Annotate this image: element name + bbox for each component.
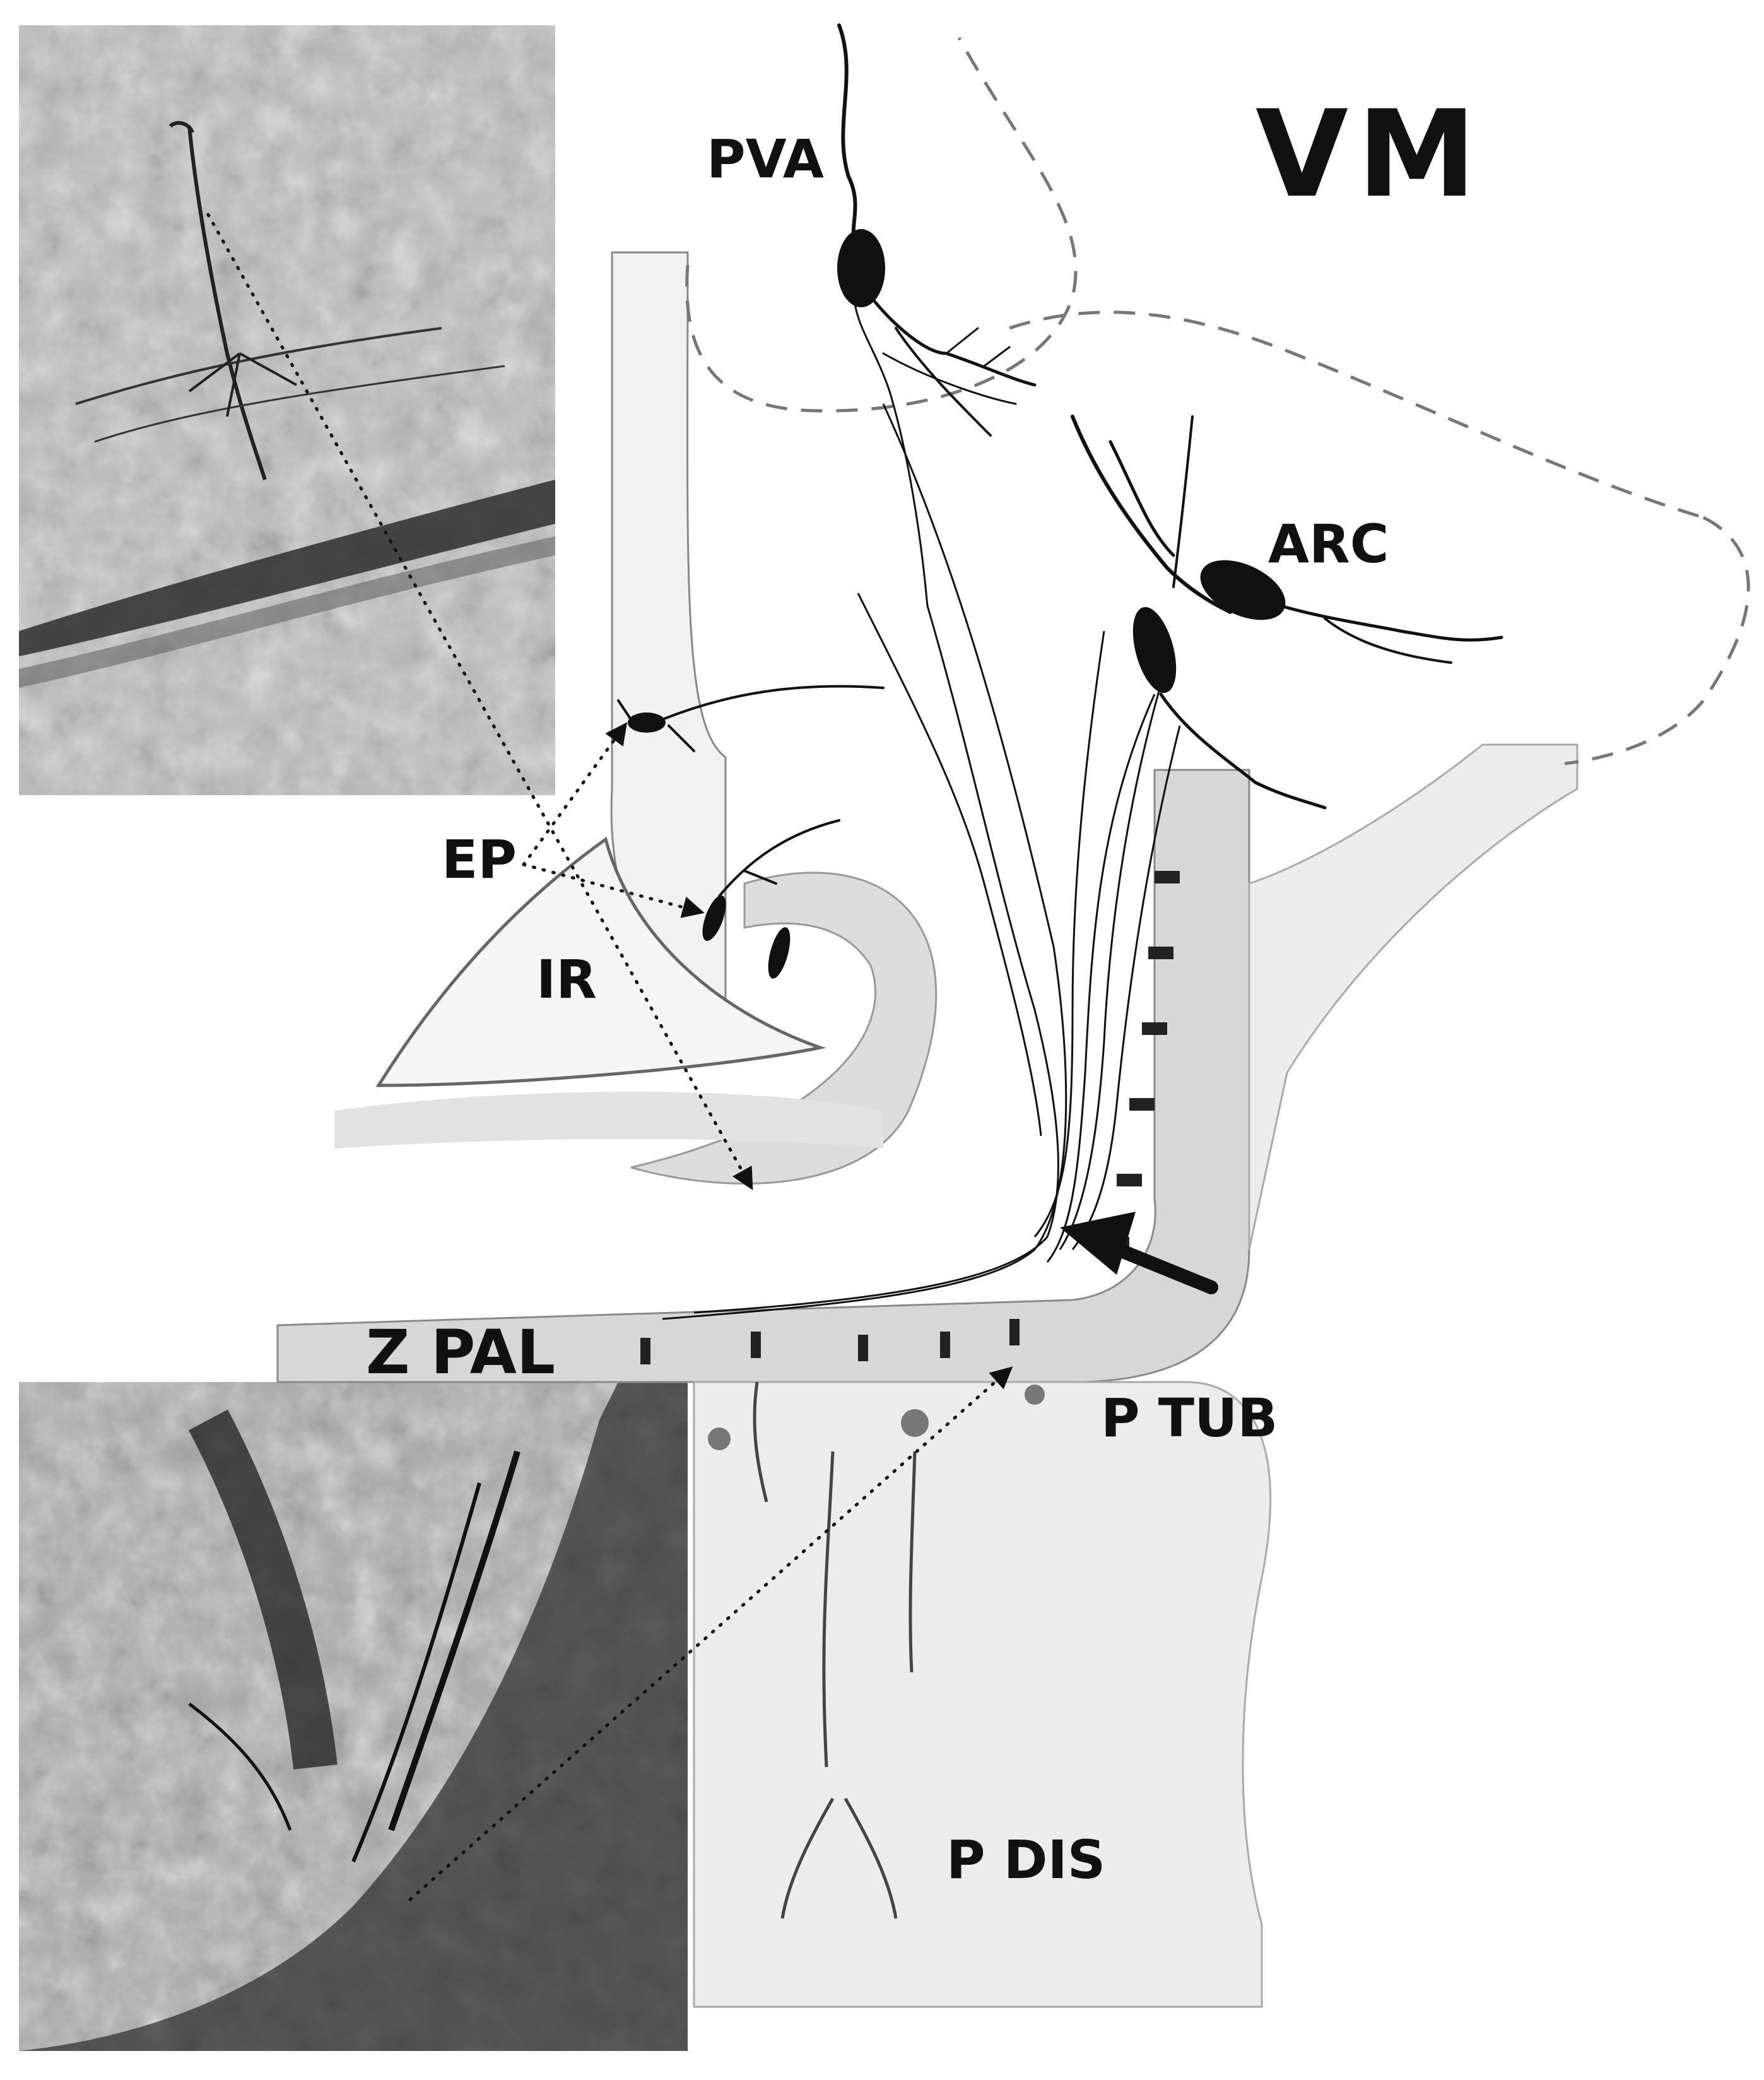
label-ep: EP [442,829,517,890]
label-pdis: P DIS [946,1829,1106,1891]
ep-neurons [617,685,885,979]
label-arc: ARC [1268,513,1389,575]
micrograph-top-left [19,25,555,795]
label-zpal: Z PAL [366,1317,556,1388]
label-ir: IR [536,948,597,1010]
dotted-guide-lines [206,213,1013,1901]
axon-bundle [662,403,1181,1320]
palisade-terminals [640,871,1180,1364]
tissue-outline [276,251,1579,2008]
label-pva: PVA [707,128,824,190]
arc-neurons [1071,415,1503,810]
portal-vessels [708,1381,1045,1919]
nucleus-boundaries [685,37,1750,765]
black-arrow-icon [1060,1212,1218,1294]
pva-neuron [837,23,1037,607]
label-vm: VM [1255,85,1486,224]
micrograph-bottom-left [19,1382,688,2051]
label-ptub: P TUB [1101,1387,1278,1449]
